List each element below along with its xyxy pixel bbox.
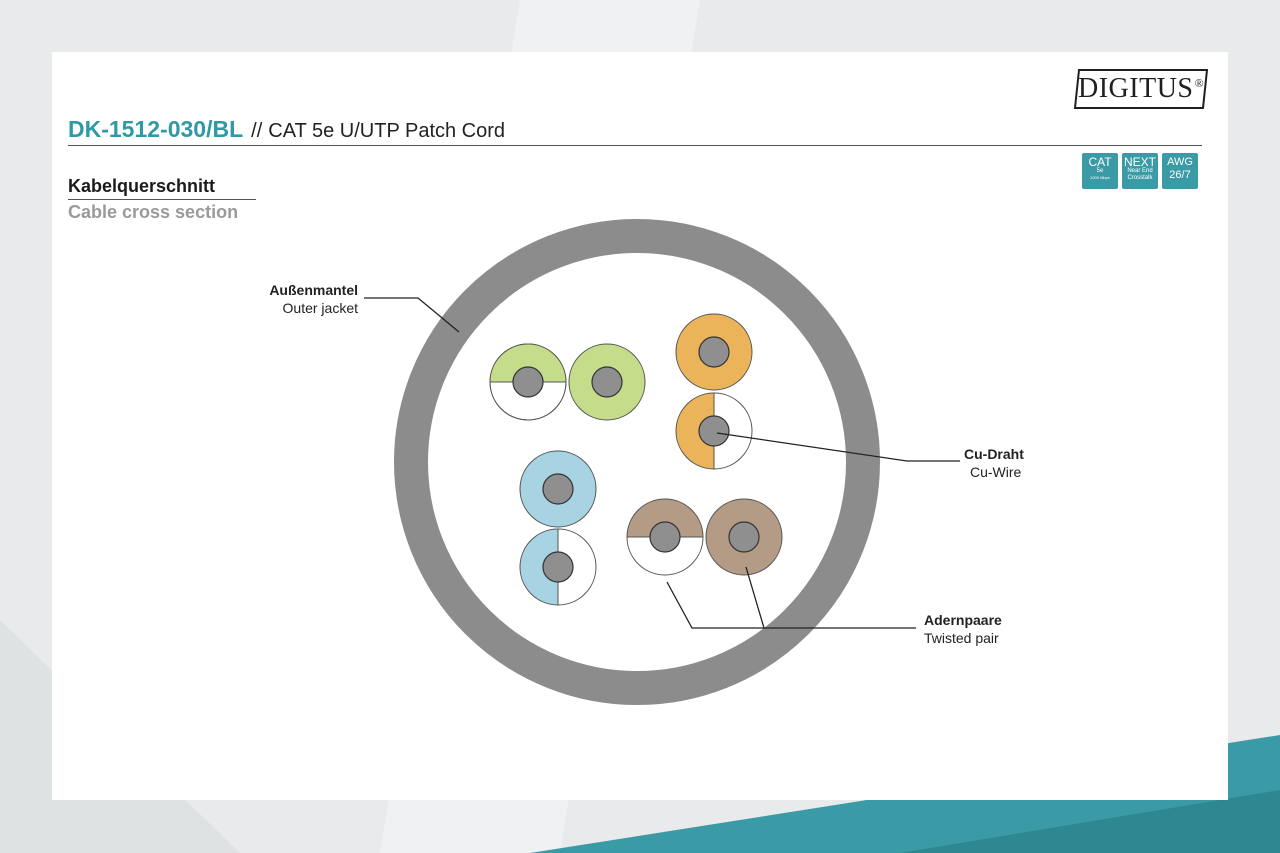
spec-badges: CAT 5e 1000 Mbps NEXT Near End Crosstalk…: [1082, 153, 1198, 189]
title-separator: //: [251, 120, 263, 142]
orange-striped-wire: [675, 392, 753, 470]
awg-badge: AWG 26/7: [1162, 153, 1198, 189]
copper-conductor: [698, 336, 730, 368]
copper-conductor: [542, 473, 574, 505]
section-divider: [68, 199, 256, 200]
outer-jacket-leader-line: [364, 297, 460, 333]
green-striped-wire: [489, 343, 567, 421]
outer-jacket-label: Außenmantel Outer jacket: [269, 282, 358, 316]
cu-wire-leader-line: [716, 432, 960, 462]
twisted-pair-leader-line: [666, 581, 916, 629]
orange-pair: [675, 313, 753, 470]
blue-striped-wire: [519, 528, 597, 606]
copper-conductor: [542, 551, 574, 583]
page-title: DK-1512-030/BL //CAT 5e U/UTP Patch Cord: [68, 116, 505, 143]
copper-conductor: [698, 415, 730, 447]
blue-pair: [519, 450, 597, 606]
green-solid-wire: [568, 343, 646, 421]
section-title-en: Cable cross section: [68, 202, 239, 222]
green-pair: [489, 343, 646, 421]
twisted-pair-label: Adernpaare Twisted pair: [924, 612, 1002, 646]
copper-conductor: [649, 521, 681, 553]
brown-solid-wire: [705, 498, 783, 576]
copper-conductor: [591, 366, 623, 398]
product-sheet-card: DIGITUS® DK-1512-030/BL//CAT 5e U/UTP Pa…: [52, 52, 1228, 800]
cu-wire-label: Cu-Draht Cu-Wire: [964, 446, 1024, 480]
next-badge: NEXT Near End Crosstalk: [1122, 153, 1158, 189]
title-divider: [68, 145, 1202, 146]
orange-solid-wire: [675, 313, 753, 391]
twisted-pair-leader-branch: [745, 566, 765, 629]
product-code: DK-1512-030/BL: [68, 116, 244, 142]
copper-conductor: [728, 521, 760, 553]
copper-conductor: [512, 366, 544, 398]
brown-striped-wire: [626, 498, 704, 576]
product-title: CAT 5e U/UTP Patch Cord: [268, 120, 506, 142]
outer-jacket: [394, 219, 880, 705]
blue-solid-wire: [519, 450, 597, 528]
brown-pair: [626, 498, 783, 576]
cable-cross-section-diagram: [364, 219, 960, 705]
cat5e-badge: CAT 5e 1000 Mbps: [1082, 153, 1118, 189]
section-title-de: Kabelquerschnitt: [68, 176, 216, 196]
